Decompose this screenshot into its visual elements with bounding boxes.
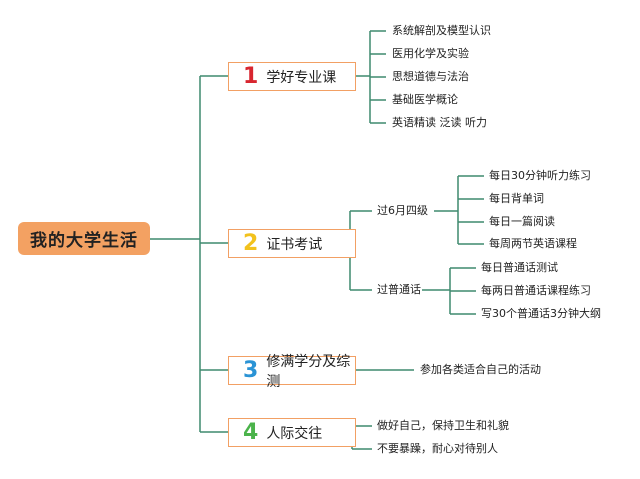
leaf-node: 每日30分钟听力练习 [489,169,591,182]
group2-links [422,267,476,315]
group1-links [434,175,484,245]
leaf-node: 英语精读 泛读 听力 [392,116,487,129]
branch-node-2: 2 证书考试 [228,229,356,258]
branch-node-4: 4 人际交往 [228,418,356,447]
sub-branch-node-cet4: 过6月四级 [377,204,428,217]
leaf-node: 基础医学概论 [392,93,458,106]
branch-number-1: 1 [243,63,259,89]
leaf-node: 每日普通话测试 [481,261,558,274]
leaf-node: 不要暴躁，耐心对待别人 [377,442,498,455]
branch-node-3: 3 修满学分及综测 [228,354,356,390]
branch-label-4: 人际交往 [266,425,323,442]
sub-branch-node-mandarin: 过普通话 [377,283,421,296]
leaf-node: 参加各类适合自己的活动 [420,363,541,376]
leaf-node: 思想道德与法治 [392,70,469,83]
leaf-node: 系统解剖及模型认识 [392,24,491,37]
root-to-branches [150,75,228,433]
leaf-node: 每日背单词 [489,192,544,205]
branch1-links [356,30,386,124]
leaf-node: 医用化学及实验 [392,47,469,60]
branch-label-3: 修满学分及综测 [266,353,351,390]
root-node: 我的大学生活 [18,222,150,255]
leaf-node: 写30个普通话3分钟大纲 [481,307,601,320]
leaf-node: 每日一篇阅读 [489,215,555,228]
leaf-node: 每两日普通话课程练习 [481,284,591,297]
branch-number-2: 2 [243,230,259,256]
branch-number-4: 4 [243,419,259,445]
leaf-node: 做好自己，保持卫生和礼貌 [377,419,509,432]
branch-node-1: 1 学好专业课 [228,62,356,91]
branch-label-2: 证书考试 [266,236,323,253]
leaf-node: 每周两节英语课程 [489,237,577,250]
branch-label-1: 学好专业课 [266,69,337,86]
branch-number-3: 3 [243,357,259,383]
